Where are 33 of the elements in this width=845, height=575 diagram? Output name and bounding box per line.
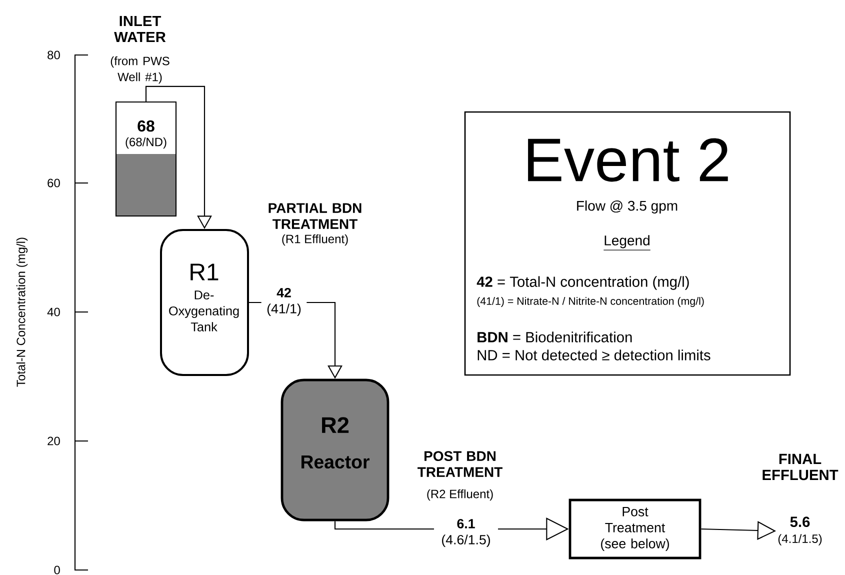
tank-description: De-Oxygenating Tank [169, 290, 239, 332]
value-label: (68/ND) [126, 137, 166, 149]
value-label: 5.6 (4.1/1.5) [778, 516, 822, 546]
reactor-box [280, 378, 390, 522]
tick-label: 20 [48, 436, 60, 446]
legend-entry: ND = Not detected ≥ detection limits [478, 350, 710, 360]
subtitle: Flow @ 3.5 gpm [577, 200, 678, 214]
heading: FINAL EFFLUENT [762, 454, 838, 480]
axis-title: Total-N Concentration (mg/l) [16, 238, 28, 387]
legend-entry: BDN = Biodenitrification [478, 332, 632, 342]
edge-label: 42 (41/1) [261, 286, 307, 318]
process-box: Post Treatment (see below) [568, 498, 702, 560]
edge-label: 6.1 (4.6/1.5) [434, 518, 498, 548]
tick-label: 40 [47, 308, 60, 316]
note: (R1 Effluent) [282, 234, 348, 246]
tank-name: R1 [190, 264, 218, 280]
heading: INLET WATER [114, 16, 166, 42]
heading: POST BDN TREATMENT [418, 451, 502, 477]
tick-label: 60 [48, 178, 60, 188]
value-label: 68 [138, 120, 154, 132]
tick-label: 0 [54, 566, 60, 574]
legend-entry: (41/1) = Nitrate-N / Nitrite-N concentration (mg/l) [477, 297, 704, 307]
reactor-name: R2 [322, 417, 349, 433]
legend-box [464, 111, 791, 376]
note: (R2 Effluent) [427, 489, 493, 501]
note: (from PWS Well #1) [110, 56, 170, 84]
heading: PARTIAL BDN TREATMENT [268, 203, 362, 229]
reactor-description: Reactor [302, 456, 370, 469]
legend-heading: Legend [603, 235, 651, 250]
tick-label: 80 [48, 50, 60, 60]
title: Event 2 [528, 138, 728, 182]
legend-entry: 42 = Total-N concentration (mg/l) [476, 276, 689, 290]
tank-box [160, 229, 249, 376]
